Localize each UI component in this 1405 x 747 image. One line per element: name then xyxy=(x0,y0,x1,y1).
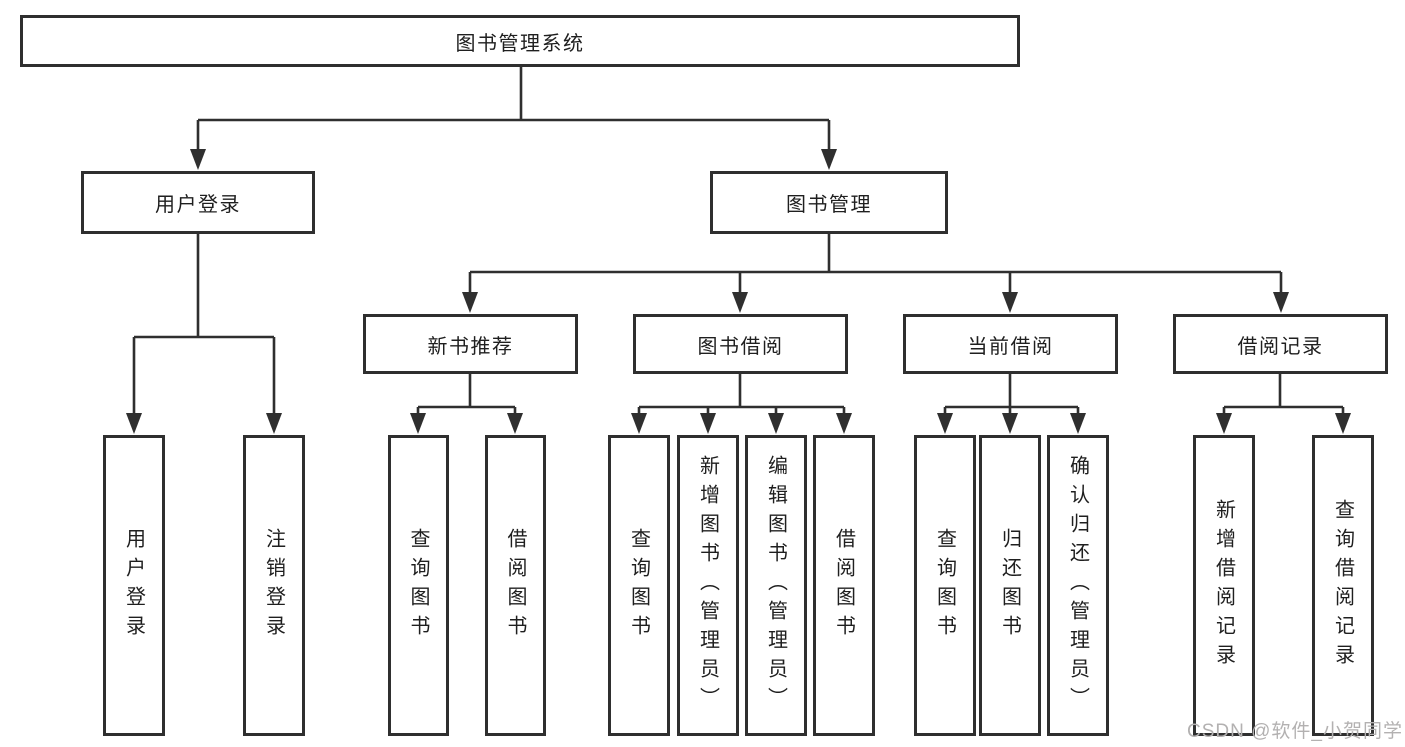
branch-user-login xyxy=(126,233,282,434)
leaf-return-books: 归还图书 xyxy=(979,435,1041,736)
node-user-login-label: 用户登录 xyxy=(155,194,241,216)
branch-current-borrow xyxy=(937,373,1086,434)
leaf-query-books-borrow: 查询图书 xyxy=(608,435,670,736)
node-new-book-recommend-label: 新书推荐 xyxy=(427,335,514,358)
branch-root xyxy=(190,66,837,170)
branch-borrow-records xyxy=(1216,373,1351,434)
leaf-borrow-books-recommend: 借阅图书 xyxy=(485,435,546,736)
leaf-logout-label: 注销登录 xyxy=(262,527,285,644)
leaf-add-books-admin: 新增图书（管理员） xyxy=(677,435,739,736)
node-root: 图书管理系统 xyxy=(20,15,1020,67)
branch-new-book-recommend xyxy=(410,373,523,434)
leaf-query-books-borrow-label: 查询图书 xyxy=(627,527,650,644)
leaf-query-books-recommend: 查询图书 xyxy=(388,435,449,736)
leaf-edit-books-admin: 编辑图书（管理员） xyxy=(745,435,807,736)
node-book-management: 图书管理 xyxy=(710,171,948,234)
leaf-confirm-return-admin: 确认归还（管理员） xyxy=(1047,435,1109,736)
leaf-confirm-return-admin-label: 确认归还（管理员） xyxy=(1066,455,1089,716)
leaf-edit-books-admin-label: 编辑图书（管理员） xyxy=(764,455,787,716)
leaf-user-login: 用户登录 xyxy=(103,435,165,736)
node-borrow-records: 借阅记录 xyxy=(1173,314,1388,374)
leaf-query-books-current: 查询图书 xyxy=(914,435,976,736)
node-book-borrow: 图书借阅 xyxy=(633,314,848,374)
node-new-book-recommend: 新书推荐 xyxy=(363,314,578,374)
leaf-query-books-current-label: 查询图书 xyxy=(933,527,956,644)
node-current-borrow: 当前借阅 xyxy=(903,314,1118,374)
node-book-borrow-label: 图书借阅 xyxy=(697,335,784,358)
leaf-add-borrow-record-label: 新增借阅记录 xyxy=(1212,498,1235,673)
node-borrow-records-label: 借阅记录 xyxy=(1237,335,1324,358)
branch-book-borrow xyxy=(631,373,852,434)
node-user-login: 用户登录 xyxy=(81,171,315,234)
leaf-user-login-label: 用户登录 xyxy=(122,527,145,644)
leaf-return-books-label: 归还图书 xyxy=(998,527,1021,644)
node-book-management-label: 图书管理 xyxy=(786,194,872,216)
leaf-query-borrow-record-label: 查询借阅记录 xyxy=(1331,498,1354,673)
node-root-label: 图书管理系统 xyxy=(455,32,585,55)
branch-book-management xyxy=(462,233,1289,313)
csdn-watermark: CSDN @软件_小贺同学 xyxy=(1187,721,1403,742)
leaf-borrow-books-recommend-label: 借阅图书 xyxy=(504,527,526,644)
leaf-logout: 注销登录 xyxy=(243,435,305,736)
node-current-borrow-label: 当前借阅 xyxy=(967,335,1054,358)
leaf-borrow-books: 借阅图书 xyxy=(813,435,875,736)
leaf-add-borrow-record: 新增借阅记录 xyxy=(1193,435,1255,736)
leaf-query-books-recommend-label: 查询图书 xyxy=(407,527,429,644)
leaf-borrow-books-label: 借阅图书 xyxy=(832,527,855,644)
leaf-query-borrow-record: 查询借阅记录 xyxy=(1312,435,1374,736)
leaf-add-books-admin-label: 新增图书（管理员） xyxy=(696,455,719,716)
